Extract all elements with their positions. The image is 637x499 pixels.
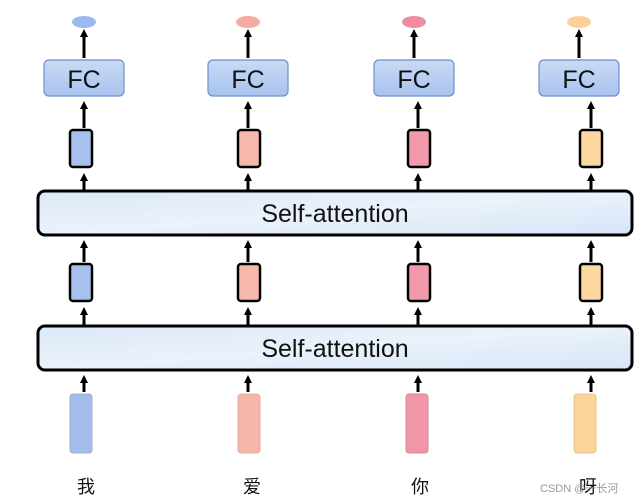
- input-embedding: [237, 393, 261, 454]
- fc-box: [207, 59, 289, 97]
- token-column-3: FC 你: [373, 16, 455, 498]
- token-column-1: FC 我: [43, 16, 125, 498]
- fc-box: [43, 59, 125, 97]
- fc-label: FC: [397, 66, 430, 94]
- fc-box: [538, 59, 620, 97]
- hidden-vector-top: [236, 128, 262, 169]
- token-column-4: FC 呀: [538, 16, 620, 498]
- hidden-vector-bottom: [406, 262, 432, 303]
- self-attention-label-top: Self-attention: [261, 200, 408, 228]
- input-word: 我: [77, 477, 95, 498]
- hidden-vector-top: [406, 128, 432, 169]
- output-dot: [72, 16, 96, 28]
- hidden-vector-bottom: [236, 262, 262, 303]
- output-dot: [567, 16, 591, 28]
- input-embedding: [405, 393, 429, 454]
- input-embedding: [573, 393, 597, 454]
- self-attention-label-bottom: Self-attention: [261, 335, 408, 363]
- token-column-2: FC 爱: [207, 16, 289, 498]
- fc-label: FC: [231, 66, 264, 94]
- input-word: 呀: [579, 477, 597, 498]
- self-attention-layer-top: Self-attention: [36, 189, 634, 237]
- fc-label: FC: [562, 66, 595, 94]
- self-attention-layer-bottom: Self-attention: [36, 324, 634, 372]
- input-word: 你: [411, 477, 429, 498]
- hidden-vector-bottom: [68, 262, 94, 303]
- hidden-vector-top: [578, 128, 604, 169]
- output-dot: [402, 16, 426, 28]
- watermark-text: CSDN @一长河: [540, 482, 618, 495]
- hidden-vector-bottom: [578, 262, 604, 303]
- input-word: 爱: [243, 477, 261, 498]
- hidden-vector-top: [68, 128, 94, 169]
- fc-box: [373, 59, 455, 97]
- self-attention-box-bottom: [36, 324, 634, 372]
- self-attention-box-top: [36, 189, 634, 237]
- input-embedding: [69, 393, 93, 454]
- output-dot: [236, 16, 260, 28]
- fc-label: FC: [67, 66, 100, 94]
